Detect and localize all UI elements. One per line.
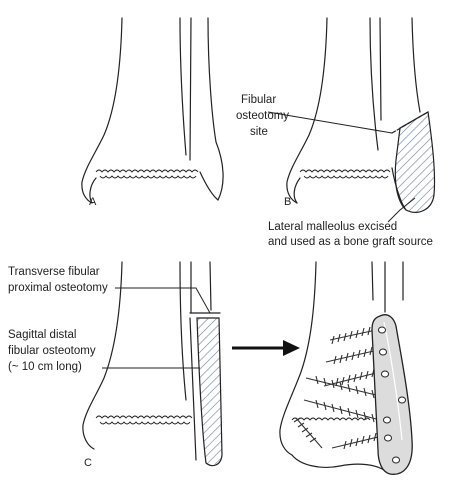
ankle-joint-line-lower (303, 175, 389, 179)
leader-malleolus (387, 197, 416, 223)
fibula-stump (384, 261, 404, 313)
tibia-outline (279, 261, 317, 456)
arrow-head-icon (283, 340, 300, 356)
plate-hole-4 (398, 396, 406, 404)
fibula-medial-cortex (189, 317, 197, 461)
panel-letter-b: B (284, 196, 291, 208)
transverse-label-line-2: proximal osteotomy (8, 282, 108, 294)
osteotomy-label-line-1: Fibular (241, 94, 276, 106)
talus-outline (291, 454, 385, 471)
plate-screw-holes (378, 326, 406, 464)
plate-highlight (383, 321, 403, 441)
osteotomy-site-label: Fibular osteotomy site (236, 94, 292, 138)
tibia-outline (82, 261, 123, 450)
panel-b: B Fibular osteotomy site Lateral malleol… (236, 17, 436, 248)
plate-hole-6 (384, 434, 392, 442)
tibia-medial-edge (179, 261, 187, 401)
plate-hole-3 (381, 370, 389, 378)
tibia-medial-edge (369, 17, 379, 151)
plate-hole-7 (392, 456, 400, 464)
ankle-joint-line (95, 169, 199, 173)
talus-outline (293, 167, 407, 211)
tibia-medial-edge (179, 17, 187, 156)
fixation-plate (371, 314, 413, 475)
panel-a: A (81, 17, 224, 208)
tibia-medial-edge (371, 261, 374, 301)
screw-4 (305, 375, 381, 399)
panel-letter-c: C (84, 457, 92, 469)
malleolus-label-line-2: and used as a bone graft source (268, 236, 433, 248)
sagittal-label: Sagittal distal fibular osteotomy (~ 10 … (8, 329, 99, 373)
osteotomy-cut (391, 111, 429, 134)
ankle-joint-line (95, 415, 193, 419)
screw-1 (329, 326, 377, 345)
fibula-outline (379, 17, 421, 121)
screw-6 (331, 432, 383, 450)
excised-malleolus (394, 111, 436, 213)
plate-hole-1 (378, 326, 386, 334)
ankle-joint-line-lower (99, 175, 197, 179)
sagittal-label-line-3: (~ 10 cm long) (8, 361, 82, 373)
panel-fixation (279, 261, 413, 475)
tibia-outline (286, 17, 328, 204)
panel-c: C Transverse fibular proximal osteotomy … (8, 261, 223, 469)
plate-hole-5 (383, 416, 391, 424)
ankle-joint-line (299, 169, 391, 173)
plate-hole-2 (379, 348, 387, 356)
talus-outline (89, 171, 219, 204)
transverse-label: Transverse fibular proximal osteotomy (8, 266, 108, 294)
fusion-line (291, 417, 371, 421)
screw-7 (293, 417, 323, 449)
sagittal-label-line-2: fibular osteotomy (8, 345, 96, 357)
leader-osteotomy (267, 111, 393, 134)
leader-transverse (115, 287, 211, 314)
malleolus-label-line-1: Lateral malleolus excised (268, 221, 397, 233)
fibula-outline (189, 17, 224, 201)
sagittal-osteotomy-fragment (196, 317, 223, 467)
transition-arrow (232, 340, 300, 356)
osteotomy-label-line-3: site (250, 126, 268, 138)
osteotomy-label-line-2: osteotomy (236, 110, 289, 122)
tibia-outline (81, 17, 123, 204)
panel-letter-a: A (89, 196, 97, 208)
screw-5 (303, 399, 381, 423)
ankle-joint-line-lower (99, 421, 191, 425)
sagittal-label-line-1: Sagittal distal (8, 329, 76, 341)
malleolus-label: Lateral malleolus excised and used as a … (268, 221, 433, 248)
screw-2 (325, 346, 379, 365)
transverse-label-line-1: Transverse fibular (8, 266, 100, 278)
